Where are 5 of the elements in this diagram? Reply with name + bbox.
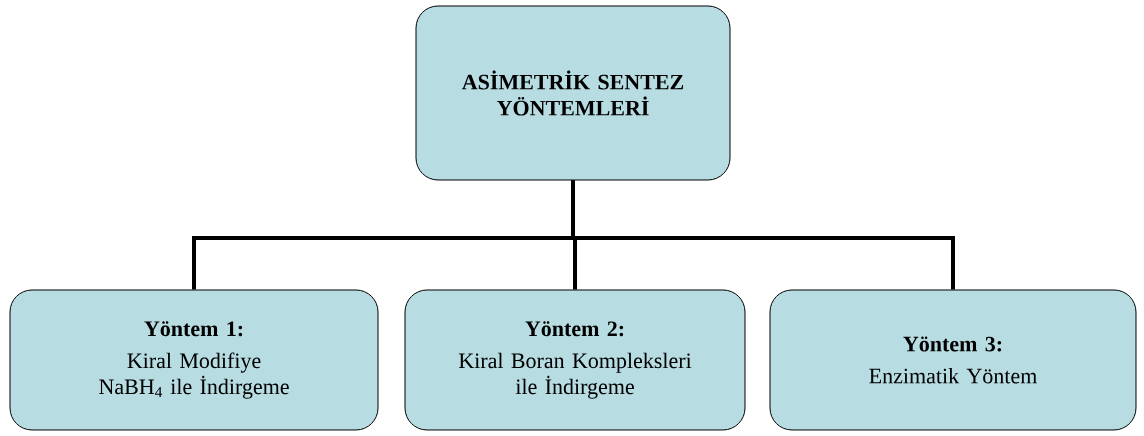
connector-line — [571, 180, 955, 290]
method-box: Yöntem 1: Kiral Modifiye NaBH$_{4}$ ile İndirgeme — [9, 289, 379, 431]
method-box: ASİMETRİK SENTEZ YÖNTEMLERİ — [415, 5, 731, 181]
method-box: Yöntem 3: Enzimatik Yöntem — [769, 289, 1137, 431]
method-box: Yöntem 2: Kiral Boran Kompleksleri ile İndirgeme — [404, 289, 746, 431]
